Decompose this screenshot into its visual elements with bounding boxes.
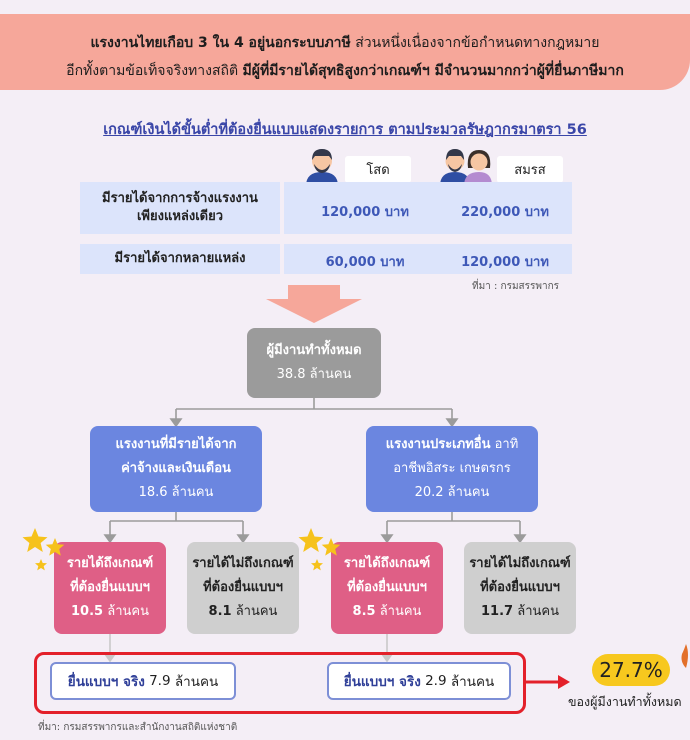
other-below-value: 11.7	[481, 604, 514, 619]
other-below-line2: ที่ต้องยื่นแบบฯ	[480, 580, 560, 595]
header-text-1: ส่วนหนึ่งเนื่องจากข้อกำหนดทางกฎหมาย	[350, 35, 600, 51]
criteria-row-1-label-line2: เพียงแหล่งเดียว	[136, 209, 224, 224]
wage-filed-box: ยื่นแบบฯ จริง 7.9 ล้านคน	[50, 662, 236, 700]
total-employed-title: ผู้มีงานทำทั้งหมด	[266, 343, 362, 358]
criteria-row-1-label-line1: มีรายได้จากการจ้างแรงงาน	[102, 191, 258, 206]
other-below-value-line: 11.7 ล้านคน	[481, 600, 559, 624]
wage-below-value: 8.1	[208, 604, 232, 619]
other-below-unit: ล้านคน	[517, 604, 559, 619]
other-workers-value: 20.2	[414, 485, 444, 500]
header-banner	[0, 14, 690, 90]
header-highlight-1: แรงงานไทยเกือบ 3 ใน 4 อยู่นอกระบบภาษี	[90, 35, 351, 51]
criteria-row-2-value-cell	[284, 244, 572, 274]
wage-workers-title-2: ค่าจ้างและเงินเดือน	[121, 461, 231, 476]
other-below-threshold-box: รายได้ไม่ถึงเกณฑ์ ที่ต้องยื่นแบบฯ 11.7 ล…	[464, 542, 576, 634]
wage-workers-value-line: 18.6 ล้านคน	[139, 481, 214, 505]
percentage-caption: ของผู้มีงานทำทั้งหมด	[568, 694, 682, 709]
criteria-row-2-married: 120,000 บาท	[461, 255, 549, 270]
wage-meet-line2: ที่ต้องยื่นแบบฯ	[70, 580, 150, 595]
other-workers-title-2: อาชีพอิสระ เกษตรกร	[393, 461, 511, 476]
header-text-2: อีกทั้งตามข้อเท็จจริงทางสถิติ	[66, 63, 243, 79]
other-filed-label: ยื่นแบบฯ จริง	[343, 674, 421, 690]
wage-below-value-line: 8.1 ล้านคน	[209, 600, 278, 624]
criteria-row-2-label: มีรายได้จากหลายแหล่ง	[114, 251, 246, 266]
other-workers-box: แรงงานประเภทอื่น อาทิ อาชีพอิสระ เกษตรกร…	[366, 426, 538, 512]
wage-below-line2: ที่ต้องยื่นแบบฯ	[203, 580, 283, 595]
other-meet-line1: รายได้ถึงเกณฑ์	[343, 556, 431, 571]
criteria-row-2-label-cell	[80, 244, 280, 274]
criteria-row-1-label: มีรายได้จากการจ้างแรงงาน เพียงแหล่งเดียว	[80, 190, 280, 226]
other-workers-unit: ล้านคน	[447, 485, 490, 500]
wage-filed-label: ยื่นแบบฯ จริง	[67, 674, 145, 690]
total-employed-value-line: 38.8 ล้านคน	[277, 363, 352, 387]
criteria-title: เกณฑ์เงินได้ขั้นต่ำที่ต้องยื่นแบบแสดงราย…	[103, 122, 587, 138]
criteria-row-1-value-cell	[284, 182, 572, 234]
star-icon	[22, 528, 65, 571]
other-meet-value: 8.5	[352, 604, 376, 619]
wage-below-line1: รายได้ไม่ถึงเกณฑ์	[192, 556, 294, 571]
wage-filed-value: 7.9	[149, 673, 171, 689]
header-highlight-2: มีผู้ที่มีรายได้สุทธิสูงกว่าเกณฑ์ฯ มีจำน…	[242, 63, 624, 79]
other-meet-threshold-box: รายได้ถึงเกณฑ์ ที่ต้องยื่นแบบฯ 8.5 ล้านค…	[331, 542, 443, 634]
star-icon	[298, 528, 341, 571]
fire-decoration-icon	[681, 644, 688, 668]
footer-source: ที่มา: กรมสรรพากรและสำนักงานสถิติแห่งชาต…	[38, 722, 238, 733]
total-employed-value: 38.8	[276, 367, 306, 382]
other-workers-title-1: แรงงานประเภทอื่น อาทิ	[386, 433, 519, 457]
filed-returns-frame	[34, 652, 526, 714]
total-employed-box: ผู้มีงานทำทั้งหมด 38.8 ล้านคน	[247, 328, 381, 398]
wage-below-threshold-box: รายได้ไม่ถึงเกณฑ์ ที่ต้องยื่นแบบฯ 8.1 ล้…	[187, 542, 299, 634]
married-couple-icon	[440, 149, 492, 186]
wage-meet-threshold-box: รายได้ถึงเกณฑ์ ที่ต้องยื่นแบบฯ 10.5 ล้าน…	[54, 542, 166, 634]
wage-workers-unit: ล้านคน	[171, 485, 214, 500]
wage-meet-value: 10.5	[71, 604, 104, 619]
other-below-line1: รายได้ไม่ถึงเกณฑ์	[469, 556, 571, 571]
criteria-row-2-single: 60,000 บาท	[325, 255, 405, 270]
other-workers-title-bold: แรงงานประเภทอื่น	[385, 437, 491, 452]
wage-below-unit: ล้านคน	[235, 604, 278, 619]
wage-meet-unit: ล้านคน	[107, 604, 149, 619]
other-meet-unit: ล้านคน	[379, 604, 422, 619]
header-line-1: แรงงานไทยเกือบ 3 ใน 4 อยู่นอกระบบภาษี ส่…	[0, 32, 690, 54]
percentage-bubble: 27.7%	[592, 654, 670, 686]
married-label: สมรส	[497, 156, 563, 183]
other-workers-title-rest: อาทิ	[490, 437, 519, 452]
other-filed-box: ยื่นแบบฯ จริง 2.9 ล้านคน	[327, 662, 511, 700]
total-employed-unit: ล้านคน	[309, 367, 352, 382]
wage-workers-box: แรงงานที่มีรายได้จาก ค่าจ้างและเงินเดือน…	[90, 426, 262, 512]
criteria-source: ที่มา : กรมสรรพากร	[472, 281, 560, 292]
wage-workers-title-1: แรงงานที่มีรายได้จาก	[115, 437, 237, 452]
wage-workers-value: 18.6	[138, 485, 168, 500]
wage-meet-line1: รายได้ถึงเกณฑ์	[66, 556, 154, 571]
down-arrow-icon	[266, 285, 362, 323]
header-line-2: อีกทั้งตามข้อเท็จจริงทางสถิติ มีผู้ที่มี…	[0, 60, 690, 82]
other-meet-value-line: 8.5 ล้านคน	[353, 600, 422, 624]
other-meet-line2: ที่ต้องยื่นแบบฯ	[347, 580, 427, 595]
single-label: โสด	[345, 156, 411, 183]
wage-meet-value-line: 10.5 ล้านคน	[71, 600, 149, 624]
criteria-row-1-label-cell	[80, 182, 280, 234]
other-filed-unit: ล้านคน	[450, 674, 495, 690]
result-arrow-icon	[526, 675, 570, 689]
other-workers-value-line: 20.2 ล้านคน	[415, 481, 490, 505]
wage-filed-unit: ล้านคน	[174, 674, 219, 690]
criteria-row-1-single: 120,000 บาท	[321, 205, 409, 220]
other-filed-value: 2.9	[425, 673, 447, 689]
criteria-row-1-married: 220,000 บาท	[461, 205, 549, 220]
